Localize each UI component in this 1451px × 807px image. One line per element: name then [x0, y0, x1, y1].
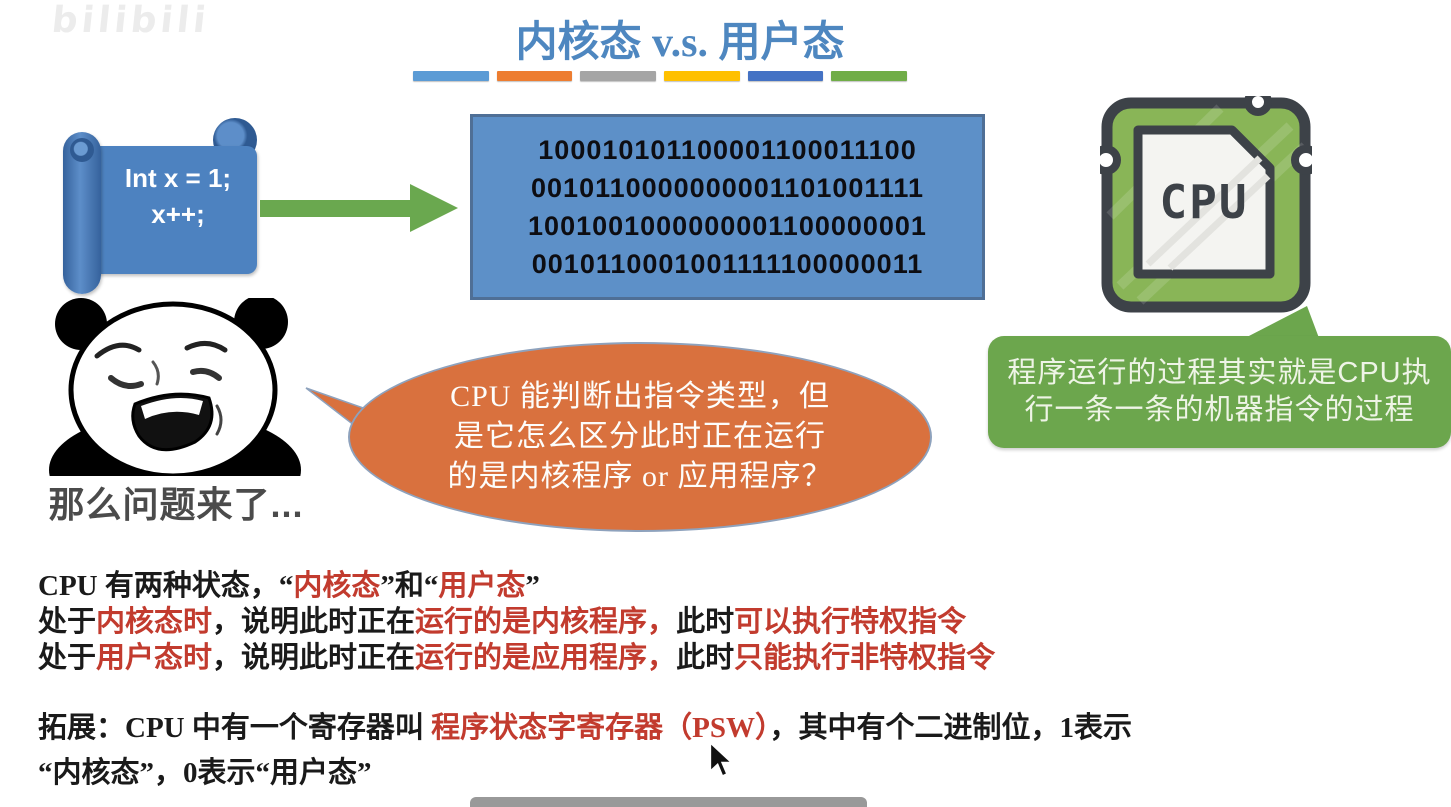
code-line: Int x = 1;: [124, 163, 232, 193]
body-text-line: 拓展：CPU 中有一个寄存器叫 程序状态字寄存器（PSW），其中有个二进制位，1…: [38, 706, 1132, 751]
psw-extension-paragraph: 拓展：CPU 中有一个寄存器叫 程序状态字寄存器（PSW），其中有个二进制位，1…: [38, 706, 1132, 796]
plain-text: 此时: [676, 606, 735, 638]
panda-caption: 那么问题来了...: [48, 484, 304, 525]
plain-text: CPU 有两种状态，“: [38, 570, 294, 602]
body-text-line: “内核态”，0表示“用户态”: [38, 751, 1132, 796]
body-text-line: 处于内核态时，说明此时正在运行的是内核程序，此时可以执行特权指令: [38, 604, 995, 640]
page-title: 内核态 v.s. 用户态: [515, 20, 845, 66]
cpu-bubble-tail: [1245, 306, 1319, 338]
question-bubble: CPU 能判断出指令类型，但 是它怎么区分此时正在运行 的是内核程序 or 应用…: [348, 342, 932, 532]
machine-code-box: 100010101100001100011100 001011000000000…: [470, 114, 985, 300]
plain-text: ，说明此时正在: [212, 642, 416, 674]
binary-line: 0010110000000001101001111: [531, 173, 924, 203]
cropped-table-edge: [470, 797, 867, 807]
plain-text: ”和“: [380, 570, 439, 602]
highlighted-text: 用户态时: [96, 642, 213, 674]
binary-line: 100010101100001100011100: [538, 135, 917, 165]
highlighted-text: 内核态: [293, 570, 381, 602]
highlighted-text: 程序状态字寄存器（PSW）: [431, 712, 770, 744]
cpu-explanation-bubble: 程序运行的过程其实就是CPU执 行一条一条的机器指令的过程: [988, 336, 1451, 448]
divider-bar: [664, 71, 740, 81]
highlighted-text: 运行的是内核程序，: [415, 606, 677, 638]
plain-text: 处于: [38, 642, 97, 674]
highlighted-text: 运行的是应用程序，: [415, 642, 677, 674]
cpu-label: CPU: [1159, 175, 1248, 229]
arrow-shaft: [260, 200, 412, 217]
divider-bar: [413, 71, 489, 81]
panda-drawing: [49, 295, 301, 528]
plain-text: 此时: [676, 642, 735, 674]
source-code-text: Int x = 1; x++;: [103, 160, 253, 232]
bubble-text-line: 程序运行的过程其实就是CPU执: [1007, 357, 1432, 389]
highlighted-text: 可以执行特权指令: [734, 606, 967, 638]
cpu-chip-icon: CPU: [1091, 88, 1321, 314]
plain-text: 处于: [38, 606, 97, 638]
highlighted-text: 用户态: [438, 570, 526, 602]
compile-arrow: [260, 184, 460, 232]
bilibili-watermark: bilibili: [49, 0, 212, 41]
plain-text: ”: [525, 570, 540, 602]
highlighted-text: 内核态时: [96, 606, 213, 638]
highlighted-text: 只能执行非特权指令: [734, 642, 996, 674]
arrow-head: [410, 184, 458, 232]
bubble-text-line: 行一条一条的机器指令的过程: [1024, 394, 1415, 426]
bubble-text-line: CPU 能判断出指令类型，但: [450, 380, 830, 413]
body-text-line: CPU 有两种状态，“内核态”和“用户态”: [38, 568, 995, 604]
plain-text: ，说明此时正在: [212, 606, 416, 638]
divider-bar: [496, 71, 573, 81]
binary-line: 1001001000000001100000001: [528, 211, 927, 241]
scroll-body: [81, 146, 257, 274]
binary-line: 0010110001001111100000011: [531, 249, 924, 279]
source-code-scroll: Int x = 1; x++;: [63, 118, 259, 300]
title-divider-bars: [413, 71, 908, 81]
divider-bar: [580, 71, 657, 81]
divider-bar: [747, 71, 824, 81]
bubble-text-line: 的是内核程序 or 应用程序？: [447, 460, 833, 493]
plain-text: ，其中有个二进制位，1表示: [769, 712, 1132, 744]
code-line: x++;: [151, 199, 205, 229]
bubble-text-line: 是它怎么区分此时正在运行: [454, 420, 826, 453]
scroll-roll-decoration: [63, 132, 101, 294]
divider-bar: [831, 71, 908, 81]
body-text-line: 处于用户态时，说明此时正在运行的是应用程序，此时只能执行非特权指令: [38, 640, 995, 676]
panda-meme-image: 那么问题来了...: [35, 295, 317, 558]
mouse-cursor: [709, 741, 735, 778]
cpu-chip-svg: CPU: [1091, 88, 1321, 313]
plain-text: “内核态”，0表示“用户态”: [38, 757, 372, 789]
state-description-paragraph: CPU 有两种状态，“内核态”和“用户态”处于内核态时，说明此时正在运行的是内核…: [38, 568, 995, 676]
plain-text: 拓展：CPU 中有一个寄存器叫: [38, 712, 432, 744]
